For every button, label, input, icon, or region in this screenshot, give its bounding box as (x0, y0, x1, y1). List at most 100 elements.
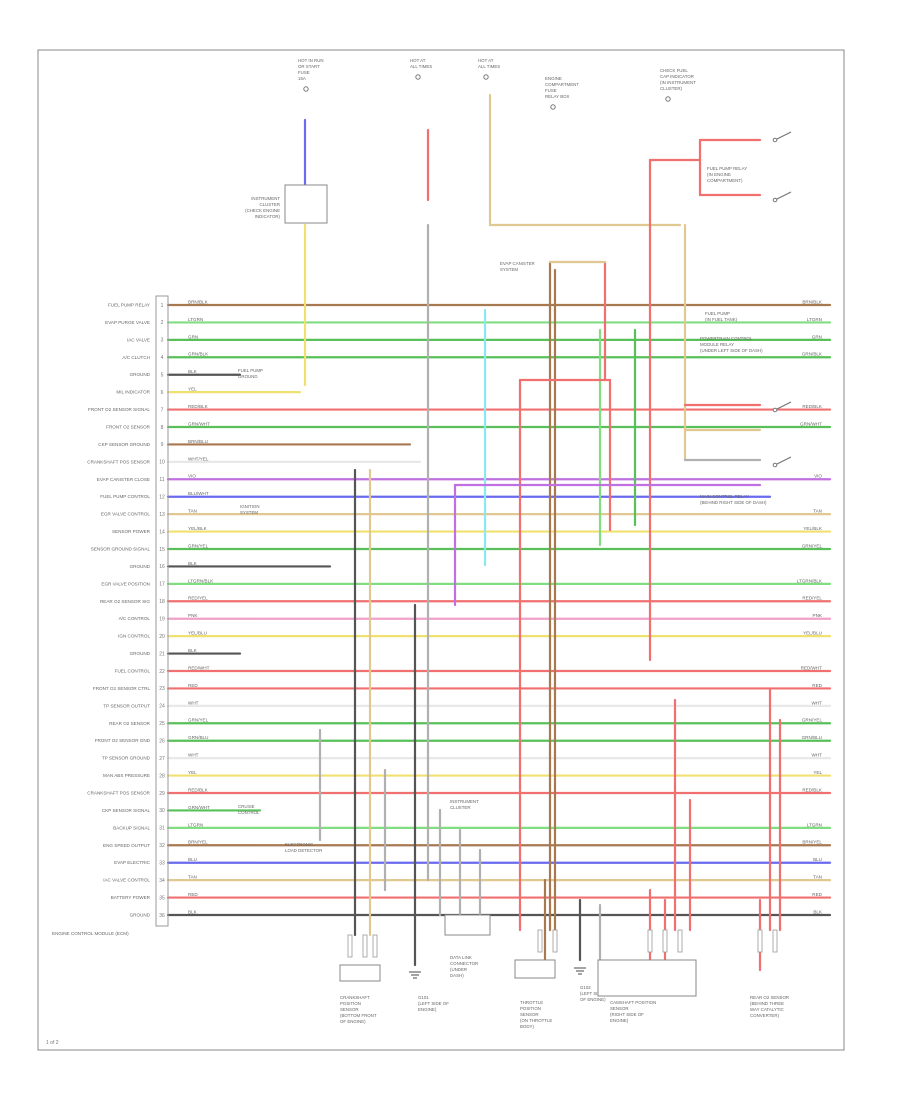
wire-code-10: WHT/YEL (188, 456, 209, 461)
ecm-pin-label-1: FUEL PUMP RELAY (108, 303, 150, 308)
ecm-pin-label-7: FRONT O2 SENSOR SIGNAL (88, 407, 150, 412)
ecm-pin-label-10: CRANKSHAFT POS SENSOR (87, 459, 150, 464)
callout-electronic-load-line-0: ELECTRONIC (285, 842, 313, 847)
switch-contact-1 (774, 191, 792, 201)
source-check-fuel-cap-line-0: CHECK FUEL (660, 68, 688, 73)
ecm-pin-num-24: 24 (159, 704, 165, 710)
wire-code-28: YEL (188, 770, 197, 775)
connector-pin-8 (757, 929, 763, 953)
ecm-pin-label-30: CKP SENSOR SIGNAL (102, 808, 151, 813)
wire-code-25: GRN/YEL (188, 718, 209, 723)
ecm-pin-num-33: 33 (159, 861, 165, 867)
wire-code-right-4: GRN/BLK (802, 352, 823, 357)
callout-cruise-control-line-1: CONTROL (238, 810, 260, 815)
ecm-pin-num-28: 28 (159, 773, 165, 779)
wire-code-right-23: RED (812, 683, 822, 688)
ground-symbol-1 (574, 967, 586, 975)
ecm-pin-label-8: FRONT O2 SENSOR (106, 425, 151, 430)
wire-code-right-11: VIO (814, 474, 822, 479)
wire-code-7: RED/BLK (188, 404, 209, 409)
connector-pin-2 (372, 934, 378, 958)
ecm-pin-label-15: SENSOR GROUND SIGNAL (91, 547, 151, 552)
ecm-pin-label-35: BATTERY POWER (111, 895, 151, 900)
wire-code-5: BLK (188, 369, 198, 374)
callout-evap-canister-line-0: EVAP CANISTER (500, 261, 535, 266)
source-check-fuel-cap-line-3: CLUSTER) (660, 86, 682, 91)
instrument-cluster-box (284, 184, 328, 224)
bottom-comp-box-crankshaft-sensor (339, 964, 381, 982)
wire-code-right-34: TAN (813, 875, 822, 880)
bottom-comp-crankshaft-sensor-line-3: (BOTTOM FRONT (340, 1013, 377, 1018)
bottom-comp-data-link-line-2: (UNDER (450, 967, 467, 972)
ecm-pin-label-17: EGR VALVE POSITION (101, 581, 150, 586)
bottom-comp-crankshaft-sensor-line-1: POSITION (340, 1001, 361, 1006)
wire-code-24: WHT (188, 700, 199, 705)
wire-code-12: BLU/WHT (188, 491, 209, 496)
ecm-pin-label-29: CRANKSHAFT POS SENSOR (87, 791, 150, 796)
wire-code-11: VIO (188, 474, 196, 479)
ecm-pin-num-14: 14 (159, 529, 165, 535)
source-hot-at-all-times-1-line-0: HOT AT (410, 58, 426, 63)
wire-code-23: RED (188, 683, 198, 688)
source-terminal-engine-compartment (550, 104, 556, 110)
bottom-comp-g101-line-1: (LEFT SIDE OF (418, 1001, 449, 1006)
wire-code-right-33: BLU (813, 857, 822, 862)
wire-code-right-1: BRN/BLK (802, 299, 823, 304)
ecm-pin-num-31: 31 (159, 826, 165, 832)
ecm-pin-label-24: TP SENSOR OUTPUT (103, 703, 150, 708)
wire-code-14: YEL/BLK (188, 526, 208, 531)
wire-code-2: LTGRN (188, 317, 203, 322)
wire-code-6: YEL (188, 387, 197, 392)
ecm-pin-num-16: 16 (159, 564, 165, 570)
ecm-pin-num-17: 17 (159, 582, 165, 588)
ecm-pin-label-11: EVAP CANISTER CLOSE (97, 477, 150, 482)
bottom-comp-camshaft-sensor-line-3: ENGINE) (610, 1018, 629, 1023)
bottom-comp-g101-line-0: G101 (418, 995, 429, 1000)
connector-pin-5 (647, 929, 653, 953)
ecm-pin-label-32: ENG SPEED OUTPUT (103, 843, 150, 848)
wire-code-right-3: GRN (812, 334, 822, 339)
wire-code-26: GRN/BLU (188, 735, 208, 740)
bottom-comp-camshaft-sensor-line-2: (RIGHT SIDE OF (610, 1012, 644, 1017)
bottom-comp-g102-line-1: (LEFT SIDE (580, 991, 604, 996)
ecm-pin-num-32: 32 (159, 843, 165, 849)
source-fuse-box-line-3: 15A (298, 76, 306, 81)
ecm-pin-num-26: 26 (159, 739, 165, 745)
ecm-pin-num-36: 36 (159, 913, 165, 919)
ecm-pin-label-21: GROUND (130, 651, 151, 656)
ecm-pin-label-31: BACKUP SIGNAL (113, 825, 150, 830)
source-terminal-fuse-box (303, 86, 309, 92)
ecm-pin-num-27: 27 (159, 756, 165, 762)
bottom-comp-g102-line-0: G102 (580, 985, 591, 990)
bottom-comp-data-link-line-0: DATA LINK (450, 955, 472, 960)
wire-code-right-31: LTGRN (807, 822, 822, 827)
wire-code-15: GRN/YEL (188, 543, 209, 548)
bottom-comp-box-data-link (444, 914, 491, 936)
ground-symbol-0 (409, 971, 421, 979)
source-check-fuel-cap-line-2: (IN INSTRUMENT (660, 80, 696, 85)
wire-code-right-18: RED/YEL (802, 596, 822, 601)
source-hot-at-all-times-2-line-1: ALL TIMES (478, 64, 500, 69)
ecm-pin-label-33: EVAP ELECTRIC (114, 860, 151, 865)
right-comp-fuel-pump-relay-line-1: (IN ENGINE (707, 172, 731, 177)
bottom-comp-throttle-body-line-0: THROTTLE (520, 1000, 543, 1005)
wire-code-35: RED (188, 892, 198, 897)
bottom-comp-box-throttle-body (514, 959, 556, 979)
wire-code-32: BRN/YEL (188, 840, 208, 845)
wire-code-4: GRN/BLK (188, 352, 209, 357)
bottom-comp-data-link-line-1: CONNECTOR (450, 961, 478, 966)
connector-pin-6 (662, 929, 668, 953)
source-engine-compartment-line-2: FUSE (545, 88, 557, 93)
bottom-comp-throttle-body-line-1: POSITION (520, 1006, 541, 1011)
bottom-comp-g102-line-2: OF ENGINE) (580, 997, 606, 1002)
ecm-pin-label-19: A/C CONTROL (119, 616, 151, 621)
source-terminal-hot-at-all-times-1 (415, 74, 421, 80)
ecm-pin-label-28: MAN ABS PRESSURE (103, 773, 150, 778)
ecm-pin-num-20: 20 (159, 634, 165, 640)
source-hot-at-all-times-1-line-1: ALL TIMES (410, 64, 432, 69)
wire-code-right-17: LTGRN/BLK (797, 578, 823, 583)
wire-code-22: RED/WHT (188, 665, 210, 670)
switch-contact-0 (774, 131, 792, 141)
